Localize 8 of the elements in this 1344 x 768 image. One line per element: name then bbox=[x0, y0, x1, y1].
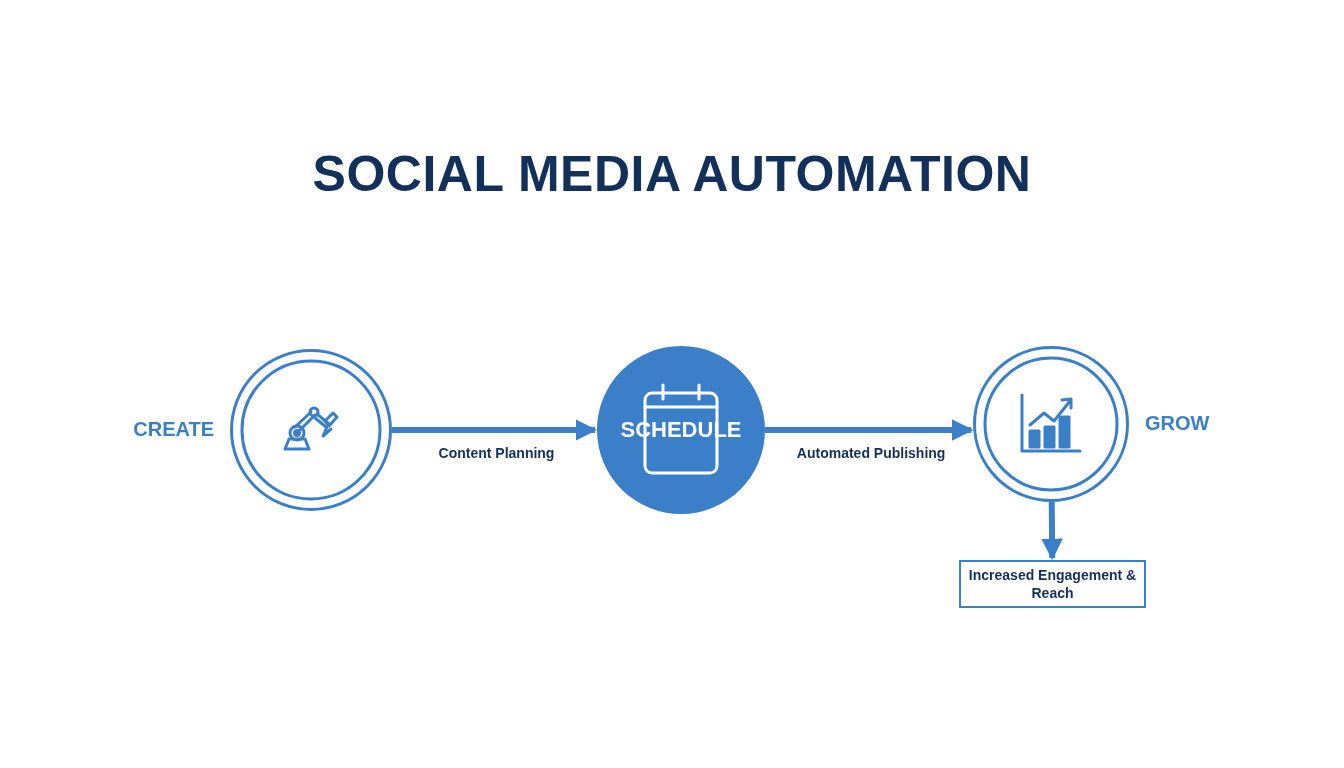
arrow bbox=[1041, 501, 1063, 561]
result-text: Increased Engagement & Reach bbox=[967, 566, 1138, 602]
step-label: CREATE bbox=[133, 418, 214, 441]
step-label: GROW bbox=[1145, 412, 1210, 435]
arrow bbox=[392, 419, 598, 441]
arrow bbox=[765, 419, 974, 441]
title: SOCIAL MEDIA AUTOMATION bbox=[311, 145, 1033, 203]
result-box bbox=[959, 560, 1146, 608]
